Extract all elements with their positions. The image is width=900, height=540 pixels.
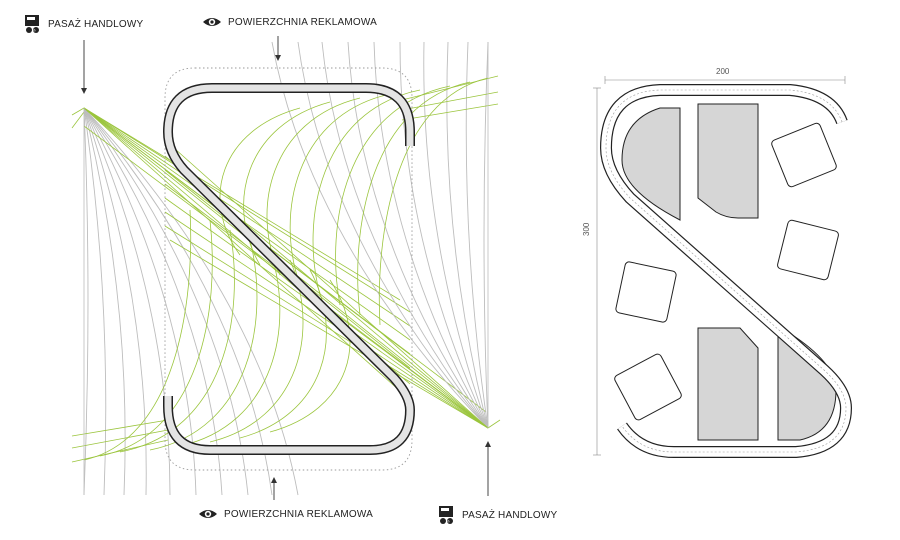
- dimension-height: [593, 87, 601, 456]
- arrow-ad-top: [275, 36, 281, 61]
- label-ad-bottom: POWIERZCHNIA REKLAMOWA: [198, 508, 373, 520]
- left-gray-fan: [83, 107, 299, 496]
- shopping-bag-icon: %: [25, 15, 39, 33]
- panel-bottom-center: [697, 327, 759, 441]
- svg-text:%: %: [446, 519, 450, 524]
- arrow-shopping-bottom: [485, 441, 491, 496]
- label-ad-top: POWIERZCHNIA REKLAMOWA: [202, 16, 377, 28]
- dimension-width: [604, 76, 846, 84]
- dimension-width-label: 200: [716, 67, 730, 76]
- arrow-shopping-top: [81, 40, 87, 94]
- top-green-waves: [219, 75, 499, 326]
- dimension-height-label: 300: [582, 222, 591, 236]
- label-shopping-bottom: % PASAŻ HANDLOWY: [438, 505, 557, 525]
- eye-icon: [199, 510, 217, 518]
- label-ad-bottom-text: POWIERZCHNIA REKLAMOWA: [224, 508, 374, 520]
- eye-icon: [203, 18, 221, 26]
- panel-top-left: [621, 107, 681, 221]
- seat-bottom-left: [614, 353, 682, 421]
- arrow-ad-bottom: [271, 477, 277, 500]
- label-shopping-top: % PASAŻ HANDLOWY: [24, 14, 143, 34]
- svg-text:%: %: [32, 28, 36, 33]
- seat-middle-left: [615, 261, 677, 323]
- label-shopping-bottom-text: PASAŻ HANDLOWY: [462, 509, 558, 521]
- label-shopping-top-text: PASAŻ HANDLOWY: [48, 18, 144, 30]
- panel-top-center: [697, 103, 759, 219]
- seat-middle-right: [777, 219, 839, 281]
- plan-view: [593, 76, 852, 458]
- bottom-green-waves: [71, 209, 351, 463]
- shopping-bag-icon: %: [439, 506, 453, 524]
- label-ad-top-text: POWIERZCHNIA REKLAMOWA: [228, 16, 378, 28]
- s-wall-inner: [164, 84, 414, 454]
- seat-top-right: [771, 122, 837, 188]
- plan-s-wall-centerline: [605, 89, 847, 453]
- sightline-group: [71, 36, 501, 500]
